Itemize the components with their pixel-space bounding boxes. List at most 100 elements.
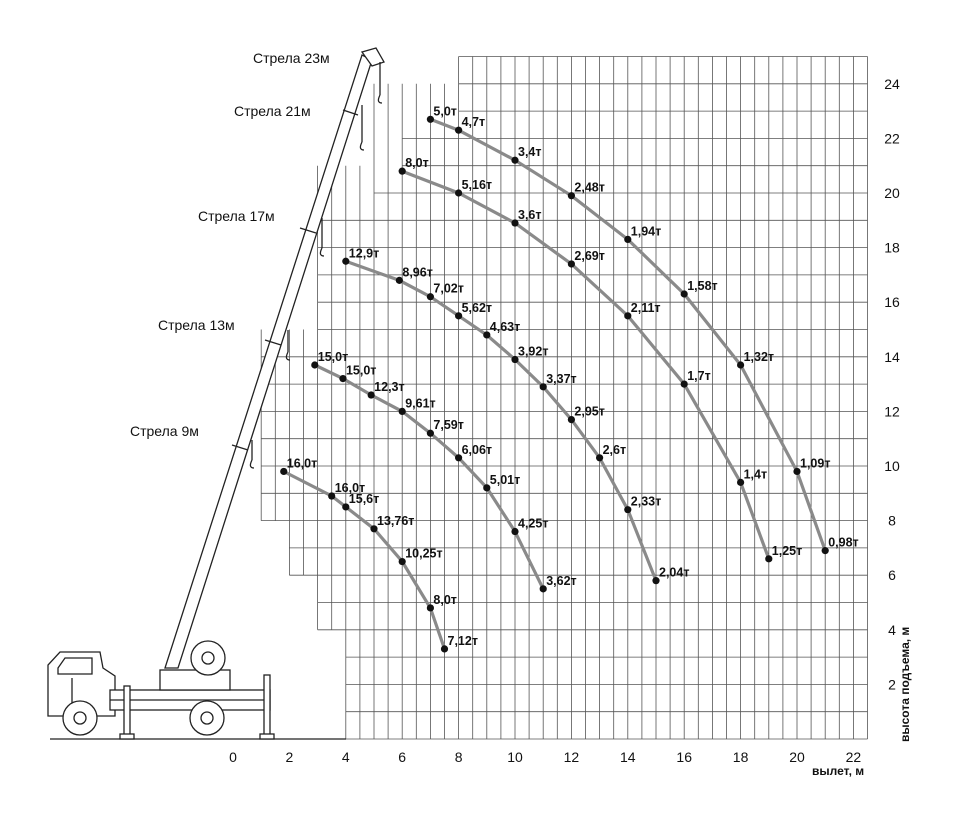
turntable [159, 669, 231, 691]
load-label: 2,48т [574, 181, 604, 195]
y-tick-label: 12 [884, 403, 900, 419]
load-point [426, 293, 434, 301]
boom-label-23m: Стрела 23м [253, 50, 330, 66]
load-label: 3,92т [518, 345, 548, 359]
load-point [455, 126, 463, 134]
load-label: 5,16т [462, 178, 492, 192]
load-point [567, 260, 576, 268]
boom-section-13m [264, 339, 282, 346]
load-label: 15,0т [318, 350, 348, 364]
y-tick-label: 24 [884, 76, 900, 92]
load-point [367, 391, 375, 399]
series-2: 12,9т8,96т7,02т5,62т4,63т3,92т3,37т2,95т… [342, 246, 689, 585]
load-point [511, 156, 519, 164]
x-tick-label: 6 [398, 749, 406, 765]
load-point [596, 454, 604, 462]
load-label: 15,0т [346, 364, 376, 378]
load-point [624, 312, 632, 320]
load-label: 0,98т [828, 536, 858, 550]
hook-17m [319, 218, 325, 257]
x-tick-label: 0 [229, 749, 237, 765]
load-label: 4,63т [490, 320, 520, 334]
load-label: 10,25т [405, 547, 442, 561]
load-label: 15,6т [349, 492, 379, 506]
load-label: 1,32т [744, 350, 774, 364]
load-point [311, 361, 319, 369]
load-point [539, 585, 547, 593]
load-point [426, 115, 434, 123]
rear-wheel-hub [200, 711, 214, 725]
load-point [455, 312, 463, 320]
x-tick-label: 18 [733, 749, 749, 765]
front-wheel-hub [73, 711, 87, 725]
load-point [483, 484, 491, 492]
x-tick-label: 8 [455, 749, 463, 765]
hook-23m [360, 47, 385, 104]
winch-drum [190, 640, 226, 676]
load-label: 7,02т [433, 282, 463, 296]
load-point [567, 192, 576, 200]
load-label: 2,04т [659, 566, 689, 580]
load-label: 8,0т [433, 593, 457, 607]
x-tick-label: 2 [286, 749, 294, 765]
load-label: 5,0т [433, 104, 457, 118]
hook-13m [285, 330, 291, 361]
load-point [511, 527, 519, 536]
x-tick-label: 4 [342, 749, 350, 765]
load-label: 16,0т [335, 481, 365, 495]
load-point [737, 478, 745, 486]
load-point [511, 355, 519, 364]
load-label: 2,33т [631, 495, 661, 509]
boom-label-9m: Стрела 9м [130, 423, 199, 439]
load-point [398, 407, 406, 415]
y-tick-label: 22 [884, 130, 900, 146]
load-point [567, 415, 576, 424]
load-label: 3,4т [518, 145, 542, 159]
x-tick-label: 22 [846, 749, 862, 765]
front-wheel [62, 700, 98, 736]
y-tick-label: 20 [884, 185, 900, 201]
load-point [737, 361, 745, 369]
y-tick-label: 14 [884, 349, 900, 365]
hook-9m [249, 440, 255, 469]
series-4: 5,0т4,7т3,4т2,48т1,94т1,58т1,32т1,09т0,9… [426, 104, 859, 555]
load-label: 2,6т [603, 443, 627, 457]
load-curves: 16,0т16,0т15,6т13,76т10,25т8,0т7,12т15,0… [280, 104, 859, 653]
rear-wheel [189, 700, 225, 736]
load-point [483, 331, 491, 339]
load-point [680, 290, 688, 298]
load-label: 3,62т [546, 574, 576, 588]
load-point [821, 547, 829, 555]
boom-section-17m [299, 227, 317, 234]
load-point [395, 276, 403, 284]
load-label: 1,09т [800, 456, 830, 470]
load-point [765, 555, 773, 563]
chart-grid [260, 56, 868, 740]
load-label: 4,25т [518, 517, 548, 531]
load-label: 12,9т [349, 246, 379, 260]
load-label: 12,3т [374, 380, 404, 394]
load-point [652, 577, 660, 585]
series-1: 15,0т15,0т12,3т9,61т7,59т6,06т5,01т4,25т… [311, 350, 577, 593]
load-label: 3,37т [546, 372, 576, 386]
load-point [328, 492, 336, 500]
outrigger-rear [263, 674, 271, 737]
x-axis-title: вылет, м [812, 764, 864, 778]
load-curve [400, 169, 771, 561]
load-label: 1,25т [772, 544, 802, 558]
outrigger-front-pad [119, 733, 135, 740]
boom-label-17m: Стрела 17м [198, 208, 275, 224]
load-point [511, 219, 519, 227]
load-label: 6,06т [462, 443, 492, 457]
load-point [398, 167, 406, 175]
load-point [793, 467, 801, 476]
y-tick-label: 8 [888, 513, 896, 529]
load-point [339, 375, 347, 383]
y-axis-title: высота подъема, м [898, 627, 912, 742]
boom-label-13m: Стрела 13м [158, 317, 235, 333]
load-label: 13,76т [377, 514, 414, 528]
load-label: 1,94т [631, 224, 661, 238]
